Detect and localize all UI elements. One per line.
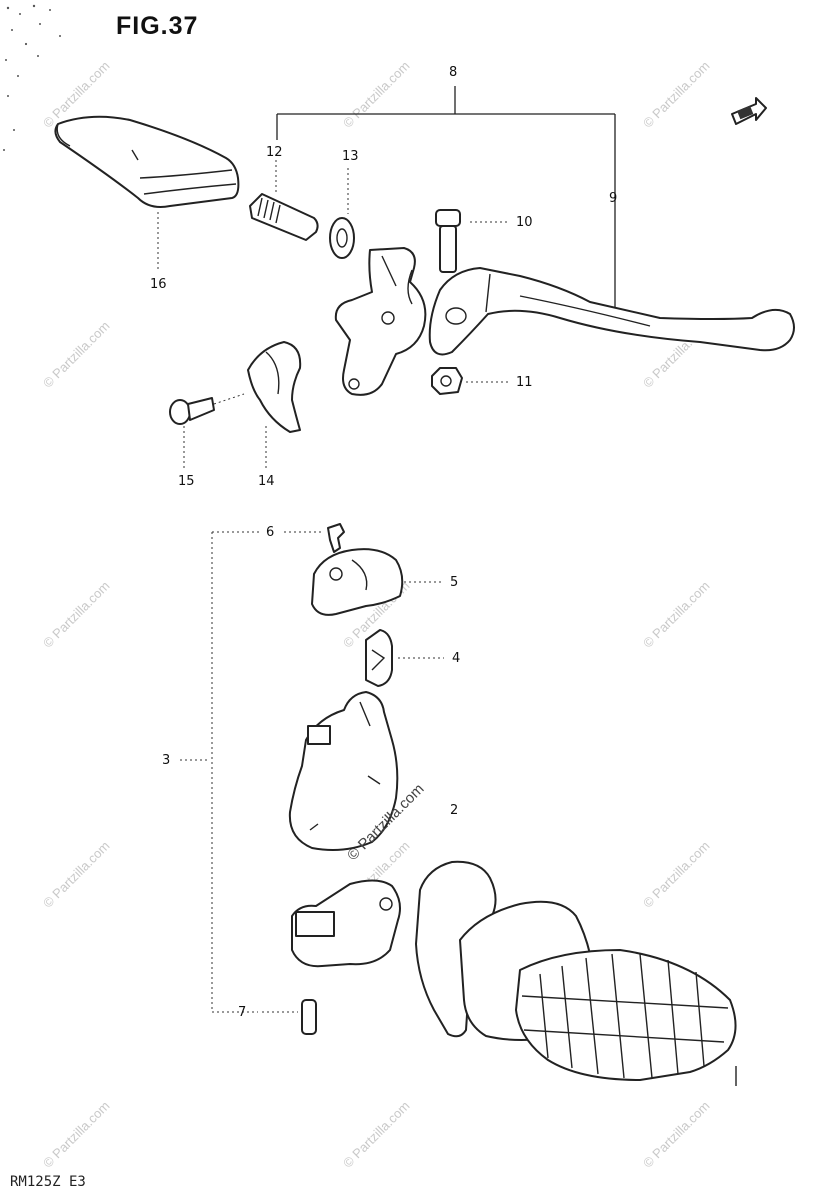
callout-15: 15 — [178, 474, 195, 489]
part-4-switch-knob — [365, 629, 444, 687]
part-15-screw — [169, 393, 245, 470]
scan-noise — [3, 4, 61, 151]
part-5-switch-cover — [311, 548, 444, 616]
grip-assembly — [415, 860, 737, 1086]
callout-13: 13 — [342, 149, 359, 164]
part-9-lever — [428, 267, 795, 356]
callout-14: 14 — [258, 474, 275, 489]
fwd-arrow-icon — [731, 97, 767, 125]
callout-11: 11 — [516, 375, 533, 390]
part-6-screw — [284, 523, 345, 553]
part-13-locknut — [329, 168, 355, 259]
part-7-pin — [262, 999, 317, 1035]
callout-5: 5 — [450, 575, 459, 590]
figure-title: FIG.37 — [116, 12, 199, 40]
callout-7: 7 — [238, 1005, 247, 1020]
model-code: RM125Z E3 — [10, 1174, 86, 1190]
callout-12: 12 — [266, 145, 283, 160]
lever-holder — [334, 247, 427, 396]
callout-10: 10 — [516, 215, 533, 230]
part-16-boot — [54, 115, 240, 272]
callout-9: 9 — [609, 191, 618, 206]
callout-2: 2 — [450, 803, 459, 818]
part-10-bolt — [435, 209, 508, 273]
callout-16: 16 — [150, 277, 167, 292]
part-14-clamp — [247, 341, 302, 470]
callout-3: 3 — [162, 753, 171, 768]
callout-6: 6 — [266, 525, 275, 540]
callout-4: 4 — [452, 651, 461, 666]
callout-8: 8 — [449, 65, 458, 80]
part-1-switch-body — [291, 879, 401, 968]
part-11-nut — [431, 367, 508, 395]
bracket-8 — [276, 86, 616, 308]
part-12-adjuster — [249, 160, 319, 241]
bracket-3 — [211, 531, 262, 1013]
part-2-switch-housing — [288, 691, 399, 851]
